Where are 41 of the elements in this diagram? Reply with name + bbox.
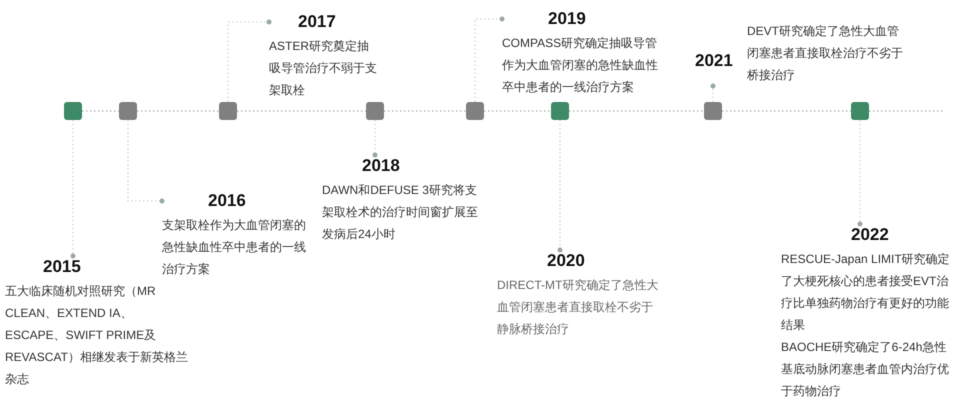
milestone-text: 支架取栓作为大血管闭塞的急性缺血性卒中患者的一线治疗方案 [162,217,307,278]
leader-line [474,16,504,102]
timeline-marker [64,102,82,120]
year-label: 2015 [42,256,81,278]
timeline-line [384,110,466,112]
leader-line [710,84,716,102]
milestone-text: RESCUE-Japan LIMIT研究确定了大梗死核心的患者接受EVT治疗比单独药物治疗有更好的功能结果 [781,251,951,334]
leader-line [128,120,164,204]
milestone-text: DEVT研究确定了急性大血管闭塞患者直接取栓治疗不劣于桥接治疗 [747,23,904,84]
timeline-marker [704,102,722,120]
leader-line [858,120,862,226]
timeline-line [484,110,552,112]
timeline-marker [366,102,384,120]
leader-line [372,120,378,158]
milestone-text: DIRECT-MT研究确定了急性大血管闭塞患者直接取栓不劣于静脉桥接治疗 [497,277,660,338]
year-label: 2017 [297,11,336,33]
timeline-marker [219,102,237,120]
milestone-text: ASTER研究奠定抽吸导管治疗不弱于支架取栓 [269,38,378,99]
milestone-text: 五大临床随机对照研究（MR CLEAN、EXTEND IA、ESCAPE、SWIFT PRIME及REVASCAT）相继发表于新英格兰杂志 [5,283,189,388]
leader-line [228,20,272,102]
milestone-text: BAOCHE研究确定了6-24h急性基底动脉闭塞患者血管内治疗优于药物治疗 [781,339,950,400]
timeline-marker [551,102,569,120]
timeline-line [82,110,120,112]
leader-line [70,120,76,258]
year-label: 2016 [207,190,246,212]
timeline-marker [851,102,869,120]
timeline-line [236,110,366,112]
timeline-marker [119,102,137,120]
timeline-line [868,110,946,112]
year-label: 2020 [546,250,585,272]
milestone-text: COMPASS研究确定抽吸导管作为大血管闭塞的急性缺血性卒中患者的一线治疗方案 [502,35,659,96]
year-label: 2019 [547,8,586,30]
timeline-line [568,110,704,112]
timeline-line [136,110,220,112]
milestone-text: DAWN和DEFUSE 3研究将支架取栓术的治疗时间窗扩展至发病后24小时 [322,182,479,243]
year-label: 2022 [850,224,889,246]
leader-line [558,120,562,252]
timeline-marker [466,102,484,120]
timeline-line [722,110,852,112]
year-label: 2021 [695,50,733,72]
year-label: 2018 [361,155,400,177]
